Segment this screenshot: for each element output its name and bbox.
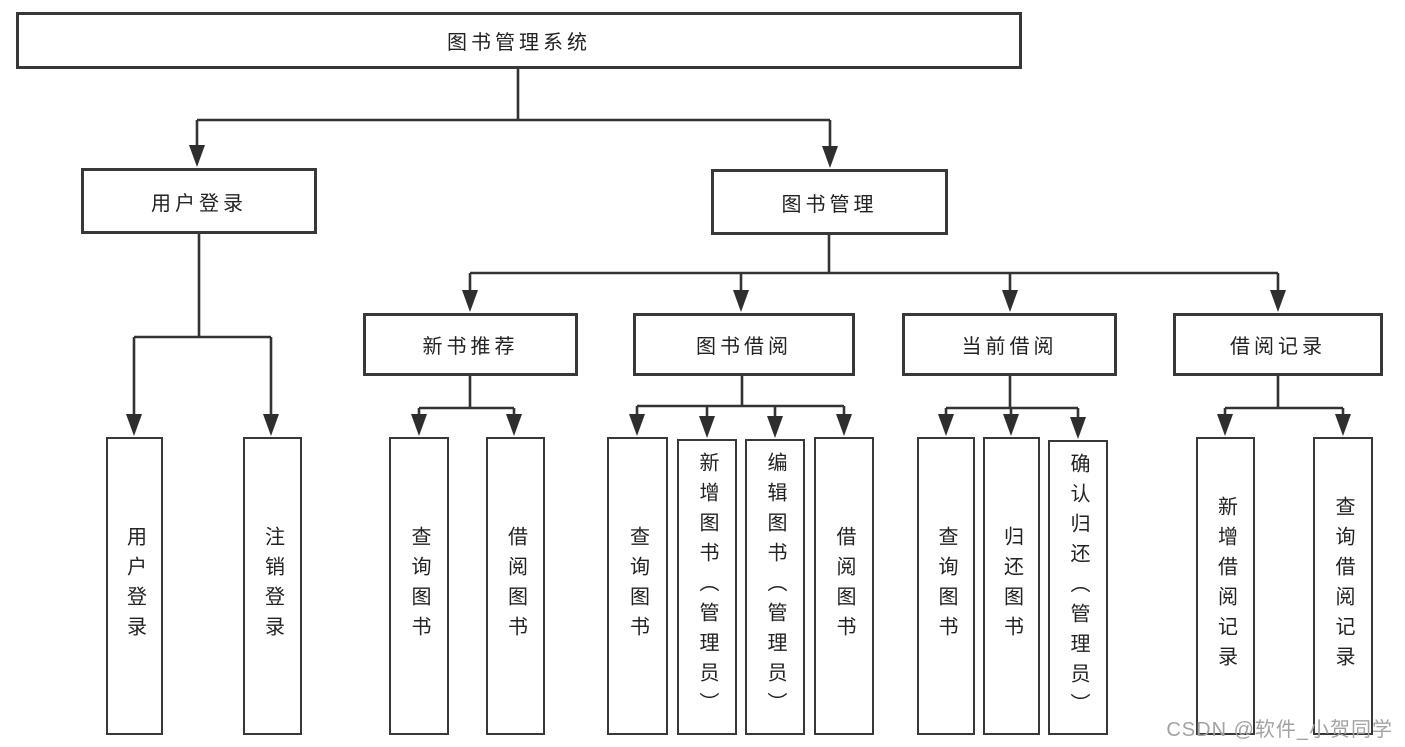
- node-user-login: 用户登录: [81, 168, 317, 234]
- node-query-book-current: 查询图书: [917, 437, 975, 735]
- csdn-watermark: CSDN @软件_小贺同学: [1166, 719, 1393, 741]
- node-label: 查询图书: [935, 526, 957, 646]
- node-borrow-records: 借阅记录: [1173, 313, 1383, 376]
- node-logout-leaf: 注销登录: [243, 437, 302, 735]
- node-label: 归还图书: [1000, 526, 1023, 646]
- connector-user-login-to-children: [132, 234, 273, 421]
- node-label: 确认归还（管理员）: [1067, 452, 1089, 723]
- node-label: 新书推荐: [422, 336, 519, 358]
- node-book-management-system: 图书管理系统: [16, 12, 1022, 69]
- node-add-borrow-record: 新增借阅记录: [1196, 437, 1255, 735]
- connector-new-book-recommend-to-children: [417, 376, 516, 422]
- node-label: 注销登录: [261, 526, 284, 646]
- node-label: 图书管理: [781, 193, 878, 216]
- node-label: 新增图书（管理员）: [696, 452, 718, 722]
- node-label: 图书借阅: [696, 336, 792, 358]
- node-edit-book-admin: 编辑图书（管理员）: [745, 439, 805, 735]
- node-new-book-recommend: 新书推荐: [363, 313, 578, 376]
- node-label: 用户登录: [151, 192, 247, 215]
- node-query-book-recommend: 查询图书: [389, 437, 449, 735]
- node-borrow-book: 借阅图书: [814, 437, 874, 735]
- connector-book-management-to-modules: [468, 235, 1280, 298]
- node-query-borrow-record: 查询借阅记录: [1313, 437, 1373, 735]
- node-label: 查询图书: [626, 526, 649, 646]
- node-return-book: 归还图书: [983, 437, 1040, 735]
- connector-book-borrow-to-children: [635, 376, 846, 424]
- node-query-book-borrow: 查询图书: [607, 437, 668, 735]
- node-add-book-admin: 新增图书（管理员）: [677, 439, 737, 735]
- node-user-login-leaf: 用户登录: [106, 437, 163, 735]
- node-label: 当前借阅: [961, 336, 1058, 358]
- node-label: 借阅图书: [833, 526, 855, 646]
- node-label: 编辑图书（管理员）: [764, 452, 786, 722]
- node-borrow-book-recommend: 借阅图书: [486, 437, 545, 735]
- node-label: 查询图书: [408, 526, 430, 646]
- node-label: 新增借阅记录: [1214, 496, 1237, 676]
- connector-borrow-records-to-children: [1223, 376, 1345, 422]
- node-label: 借阅图书: [504, 526, 527, 646]
- node-book-management: 图书管理: [711, 169, 948, 235]
- node-label: 借阅记录: [1230, 336, 1326, 358]
- node-book-borrow: 图书借阅: [633, 313, 855, 376]
- node-label: 用户登录: [123, 526, 146, 646]
- connector-root-to-level2: [195, 69, 832, 153]
- node-current-borrow: 当前借阅: [902, 313, 1117, 376]
- node-confirm-return-admin: 确认归还（管理员）: [1048, 440, 1108, 735]
- node-label: 查询借阅记录: [1332, 496, 1354, 676]
- node-label: 图书管理系统: [447, 32, 591, 54]
